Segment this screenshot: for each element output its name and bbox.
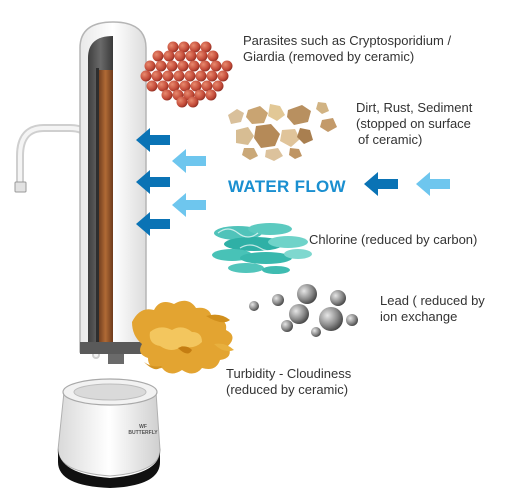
brand-logo: WF BUTTERFLY bbox=[128, 424, 158, 436]
sediment-flakes-icon bbox=[228, 102, 337, 161]
water-flow-arrows bbox=[136, 128, 450, 236]
parasite-bead bbox=[210, 60, 222, 72]
filter-base bbox=[57, 378, 161, 488]
parasites-label-line-1: Parasites such as Cryptosporidium / bbox=[243, 33, 452, 48]
parasite-bead bbox=[162, 70, 174, 82]
parasite-bead bbox=[200, 41, 212, 53]
parasite-bead bbox=[195, 70, 207, 82]
parasite-bead bbox=[199, 60, 211, 72]
chlorine-swirl-icon bbox=[212, 223, 312, 274]
parasite-bead bbox=[178, 41, 190, 53]
flow-arrow-icon bbox=[136, 128, 170, 152]
parasite-bead bbox=[217, 70, 229, 82]
water-flow-label: WATER FLOW bbox=[228, 177, 346, 196]
parasites-label-line-2: Giardia (removed by ceramic) bbox=[243, 49, 415, 64]
brand-logo-line-1: WF bbox=[139, 424, 147, 430]
turbidity-label: Turbidity - Cloudiness (reduced by ceram… bbox=[226, 366, 351, 398]
brand-logo-line-2: BUTTERFLY bbox=[128, 430, 158, 436]
dirt-label-line-1: Dirt, Rust, Sediment bbox=[356, 100, 473, 115]
parasite-bead bbox=[167, 41, 179, 53]
parasites-label: Parasites such as Cryptosporidium / Giar… bbox=[243, 33, 451, 65]
parasite-bead bbox=[185, 50, 197, 62]
flow-arrow-icon bbox=[172, 149, 206, 173]
parasite-bead bbox=[179, 80, 191, 92]
parasite-bead bbox=[190, 80, 202, 92]
parasite-bead bbox=[205, 89, 217, 101]
parasite-bead bbox=[188, 60, 200, 72]
parasite-bead bbox=[177, 60, 189, 72]
parasite-bead bbox=[201, 80, 213, 92]
parasite-bead bbox=[168, 80, 180, 92]
dirt-label: Dirt, Rust, Sediment (stopped on surface… bbox=[356, 100, 472, 148]
turbidity-label-line-1: Turbidity - Cloudiness bbox=[226, 366, 352, 381]
parasite-bead bbox=[174, 50, 186, 62]
parasite-bead bbox=[157, 80, 169, 92]
chlorine-label: Chlorine (reduced by carbon) bbox=[309, 232, 477, 248]
chlorine-label-text: Chlorine (reduced by carbon) bbox=[309, 232, 478, 247]
parasite-bead bbox=[161, 89, 173, 101]
parasite-bead bbox=[221, 60, 233, 72]
parasite-bead bbox=[187, 96, 199, 108]
flow-arrow-icon bbox=[364, 172, 398, 196]
turbidity-label-line-2: (reduced by ceramic) bbox=[226, 382, 349, 397]
parasite-bead bbox=[166, 60, 178, 72]
flow-arrow-icon bbox=[172, 193, 206, 217]
parasite-bead bbox=[151, 70, 163, 82]
parasite-bead bbox=[196, 50, 208, 62]
lead-label-line-2: ion exchange bbox=[380, 309, 458, 324]
parasite-bead bbox=[184, 70, 196, 82]
dirt-label-line-2: (stopped on surface bbox=[356, 116, 471, 131]
parasite-bead bbox=[152, 50, 164, 62]
parasite-bead bbox=[173, 70, 185, 82]
flow-arrow-icon bbox=[136, 170, 170, 194]
parasite-bead bbox=[207, 50, 219, 62]
lead-spheres-icon bbox=[249, 284, 358, 337]
parasite-bead bbox=[206, 70, 218, 82]
housing-collar bbox=[80, 342, 146, 364]
parasite-bead bbox=[212, 80, 224, 92]
lead-label: Lead ( reduced by ion exchange bbox=[380, 293, 485, 325]
parasite-bead bbox=[140, 70, 152, 82]
parasite-bead bbox=[146, 80, 158, 92]
flow-arrow-icon bbox=[136, 212, 170, 236]
parasite-bead bbox=[194, 89, 206, 101]
parasite-bead bbox=[155, 60, 167, 72]
parasite-bead bbox=[163, 50, 175, 62]
turbidity-splash-icon bbox=[132, 300, 234, 374]
parasite-bead bbox=[189, 41, 201, 53]
flow-arrow-icon bbox=[416, 172, 450, 196]
lead-label-line-1: Lead ( reduced by bbox=[380, 293, 485, 308]
parasite-bead bbox=[176, 96, 188, 108]
parasite-bead bbox=[144, 60, 156, 72]
parasite-cluster-icon bbox=[140, 41, 233, 108]
filter-cartridge bbox=[88, 36, 113, 345]
dirt-label-line-3: of ceramic) bbox=[358, 132, 423, 147]
